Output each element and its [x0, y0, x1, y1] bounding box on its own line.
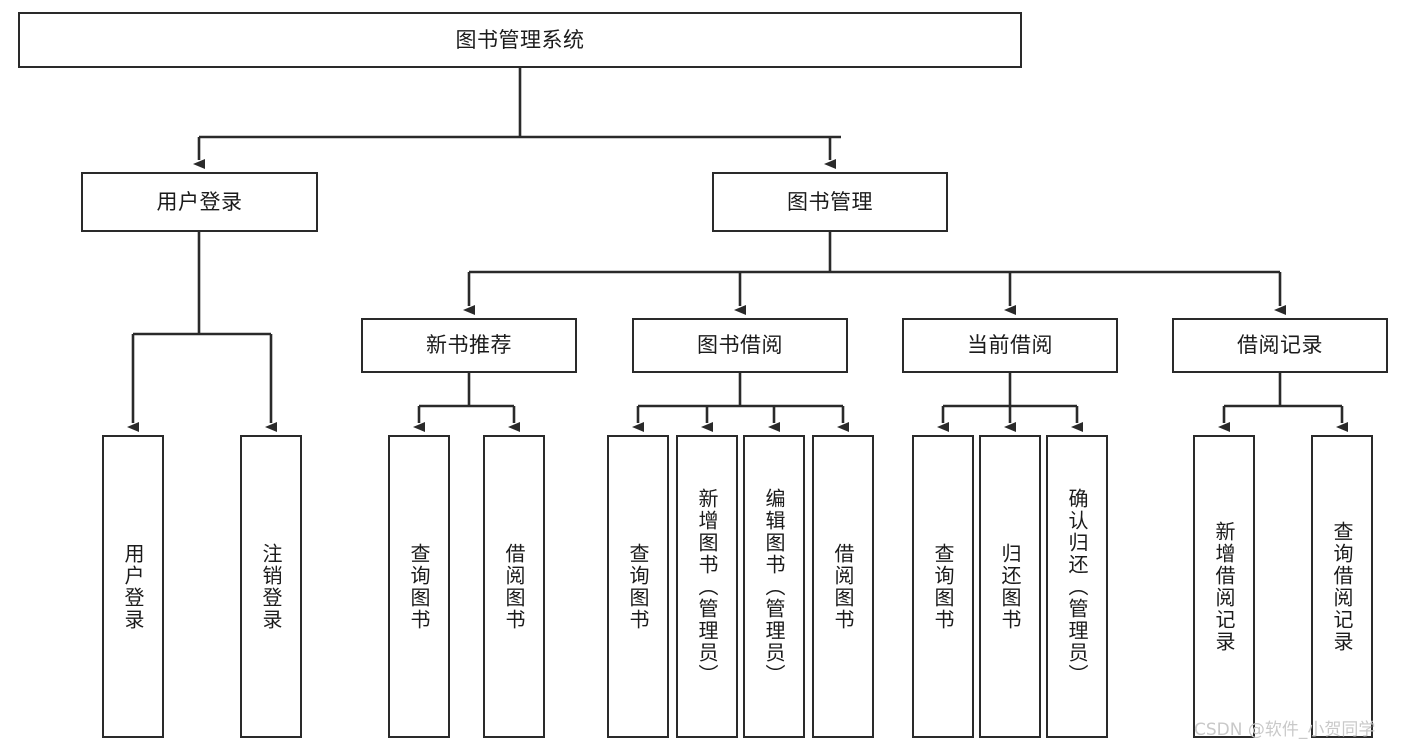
node-leaf-query-book-3[interactable]: 查询图书	[912, 435, 974, 738]
node-label-root: 图书管理系统	[455, 27, 585, 52]
node-label-leaf-query-book-3: 查询图书	[931, 542, 955, 631]
node-leaf-edit-book[interactable]: 编辑图书（管理员）	[743, 435, 805, 738]
node-label-leaf-user-login: 用户登录	[121, 542, 145, 631]
node-label-user-login: 用户登录	[156, 189, 243, 214]
node-leaf-user-login[interactable]: 用户登录	[102, 435, 164, 738]
node-label-leaf-logout-login: 注销登录	[259, 542, 283, 631]
node-label-current-borrow: 当前借阅	[967, 333, 1053, 358]
node-leaf-logout-login[interactable]: 注销登录	[240, 435, 302, 738]
node-root-system[interactable]: 图书管理系统	[18, 12, 1022, 68]
node-label-leaf-borrow-book-1: 借阅图书	[502, 542, 526, 631]
node-leaf-query-book-2[interactable]: 查询图书	[607, 435, 669, 738]
node-leaf-add-record[interactable]: 新增借阅记录	[1193, 435, 1255, 738]
node-label-leaf-add-book: 新增图书（管理员）	[695, 487, 719, 686]
node-label-leaf-query-book-2: 查询图书	[626, 542, 650, 631]
node-label-book-manage: 图书管理	[787, 189, 873, 214]
node-book-manage[interactable]: 图书管理	[712, 172, 948, 232]
node-user-login[interactable]: 用户登录	[81, 172, 318, 232]
node-label-leaf-query-record: 查询借阅记录	[1330, 520, 1354, 653]
node-leaf-query-book-1[interactable]: 查询图书	[388, 435, 450, 738]
node-leaf-add-book[interactable]: 新增图书（管理员）	[676, 435, 738, 738]
node-label-borrow-record: 借阅记录	[1237, 333, 1323, 358]
node-label-leaf-query-book-1: 查询图书	[407, 542, 431, 631]
node-label-leaf-edit-book: 编辑图书（管理员）	[762, 487, 786, 686]
node-book-borrow[interactable]: 图书借阅	[632, 318, 848, 373]
node-leaf-borrow-book-2[interactable]: 借阅图书	[812, 435, 874, 738]
node-label-leaf-confirm-return: 确认归还（管理员）	[1065, 487, 1089, 686]
node-new-book-recommend[interactable]: 新书推荐	[361, 318, 577, 373]
node-borrow-record[interactable]: 借阅记录	[1172, 318, 1388, 373]
node-label-book-borrow: 图书借阅	[697, 333, 783, 358]
node-leaf-query-record[interactable]: 查询借阅记录	[1311, 435, 1373, 738]
node-leaf-borrow-book-1[interactable]: 借阅图书	[483, 435, 545, 738]
watermark-text: CSDN @软件_小贺同学	[1194, 720, 1376, 740]
node-label-leaf-return-book: 归还图书	[998, 542, 1022, 631]
node-leaf-confirm-return[interactable]: 确认归还（管理员）	[1046, 435, 1108, 738]
node-label-leaf-add-record: 新增借阅记录	[1212, 520, 1236, 653]
node-current-borrow[interactable]: 当前借阅	[902, 318, 1118, 373]
node-label-new-book-recommend: 新书推荐	[426, 333, 512, 358]
node-leaf-return-book[interactable]: 归还图书	[979, 435, 1041, 738]
node-label-leaf-borrow-book-2: 借阅图书	[831, 542, 855, 631]
